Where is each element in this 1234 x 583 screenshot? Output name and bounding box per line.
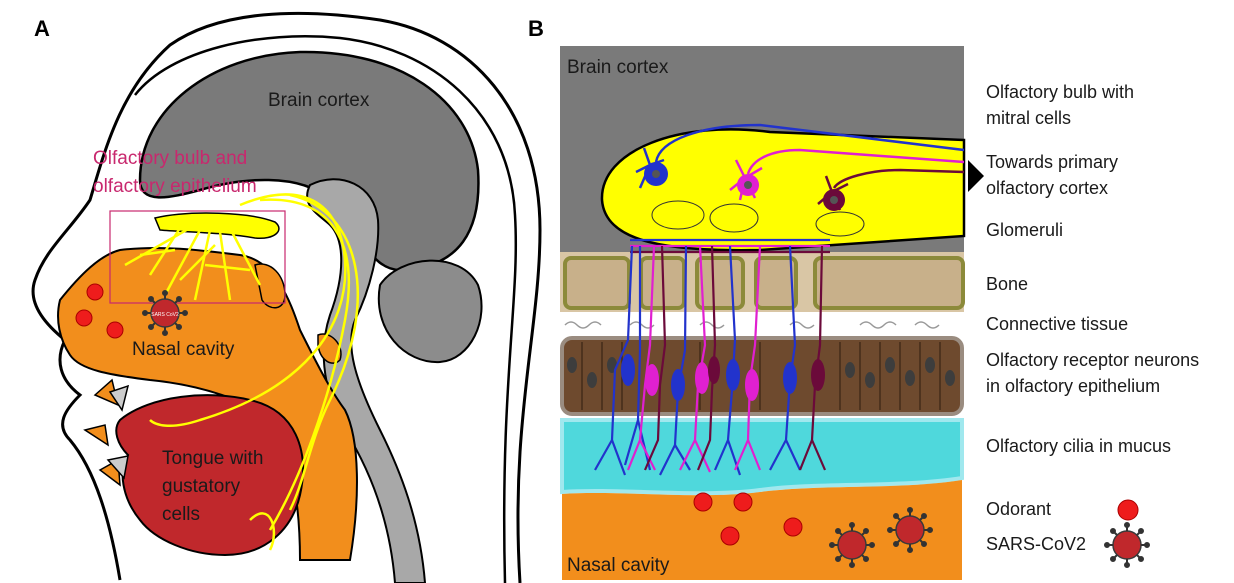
towards-cortex-arrow (968, 160, 984, 192)
panel-b-label: B (528, 16, 544, 41)
tongue-label-line1: Tongue with (162, 448, 263, 469)
panel-a-label: A (34, 16, 50, 41)
legend-bulb-line1: Olfactory bulb with (986, 80, 1134, 104)
legend-towards-line2: olfactory cortex (986, 176, 1108, 200)
olfactory-label-a-line1: Olfactory bulb and (93, 148, 247, 169)
bone-blocks-b (565, 258, 963, 308)
legend-glomeruli: Glomeruli (986, 218, 1063, 242)
svg-text:SARS CoV2: SARS CoV2 (151, 312, 179, 318)
legend-odorant: Odorant (986, 497, 1051, 521)
legend-cilia: Olfactory cilia in mucus (986, 434, 1171, 458)
virus-icon-a: SARS CoV2 (143, 291, 187, 335)
legend-bulb-line2: mitral cells (986, 106, 1071, 130)
olfactory-label-a-line2: olfactory epithelium (93, 176, 257, 197)
virus-icon-b2 (888, 508, 932, 552)
bulb-a (155, 213, 279, 238)
legend-virus-icon (1105, 523, 1149, 567)
tongue-label-line3: cells (162, 504, 200, 525)
tongue-label-line2: gustatory (162, 476, 241, 497)
mucus-layer-b (562, 420, 962, 493)
brain-cortex-label-a: Brain cortex (268, 90, 370, 111)
connective-tissue-b (560, 314, 964, 336)
legend-sars: SARS-CoV2 (986, 532, 1086, 556)
virus-icon-b1 (830, 523, 874, 567)
brain-cortex-label-b: Brain cortex (567, 57, 669, 78)
nasal-cavity-label-b: Nasal cavity (567, 555, 670, 576)
legend-towards-line1: Towards primary (986, 150, 1118, 174)
legend-odorant-icon (1118, 500, 1138, 520)
legend-receptor-line1: Olfactory receptor neurons (986, 348, 1199, 372)
olfactory-bulb-b (602, 129, 964, 250)
legend-connective: Connective tissue (986, 312, 1128, 336)
nasal-cavity-label-a: Nasal cavity (132, 339, 235, 360)
cerebellum-a (379, 261, 482, 362)
legend-bone: Bone (986, 272, 1028, 296)
legend-receptor-line2: in olfactory epithelium (986, 374, 1160, 398)
